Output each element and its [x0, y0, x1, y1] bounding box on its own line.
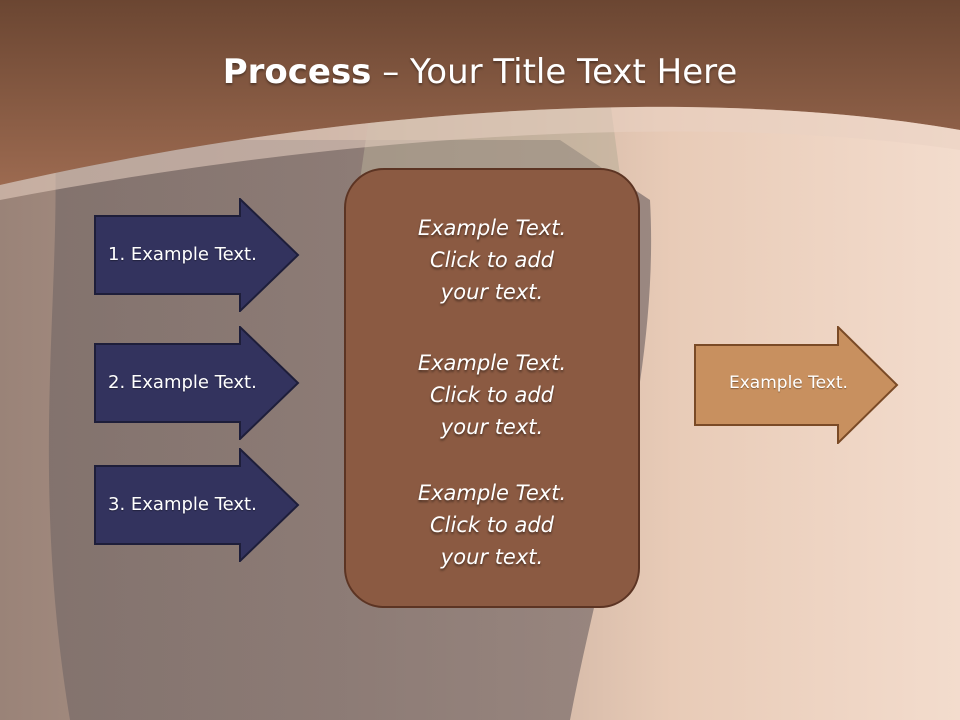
center-text-3-line2: Click to add [429, 513, 554, 537]
center-text-2[interactable]: Example Text. Click to add your text. [344, 347, 640, 443]
center-text-1-line2: Click to add [429, 248, 554, 272]
center-text-3-line1: Example Text. [417, 481, 567, 505]
step-label-2: 2. Example Text. [108, 372, 257, 393]
center-text-2-line1: Example Text. [417, 351, 567, 375]
step-label-1: 1. Example Text. [108, 244, 257, 265]
output-arrow[interactable] [694, 326, 900, 444]
center-process-box[interactable] [344, 168, 640, 608]
center-text-1-line1: Example Text. [417, 216, 567, 240]
step-arrow-2[interactable] [94, 326, 300, 440]
center-text-2-line2: Click to add [429, 383, 554, 407]
step-arrow-3[interactable] [94, 448, 300, 562]
center-text-3-line3: your text. [440, 545, 544, 569]
center-text-1[interactable]: Example Text. Click to add your text. [344, 212, 640, 308]
step-label-3: 3. Example Text. [108, 494, 257, 515]
center-text-2-line3: your text. [440, 415, 544, 439]
step-arrow-1[interactable] [94, 198, 300, 312]
slide-title[interactable]: Process – Your Title Text Here [0, 52, 960, 92]
title-bold: Process [222, 52, 372, 92]
center-text-1-line3: your text. [440, 280, 544, 304]
output-label: Example Text. [729, 373, 848, 393]
title-rest: – Your Title Text Here [371, 52, 738, 92]
center-text-3[interactable]: Example Text. Click to add your text. [344, 477, 640, 573]
